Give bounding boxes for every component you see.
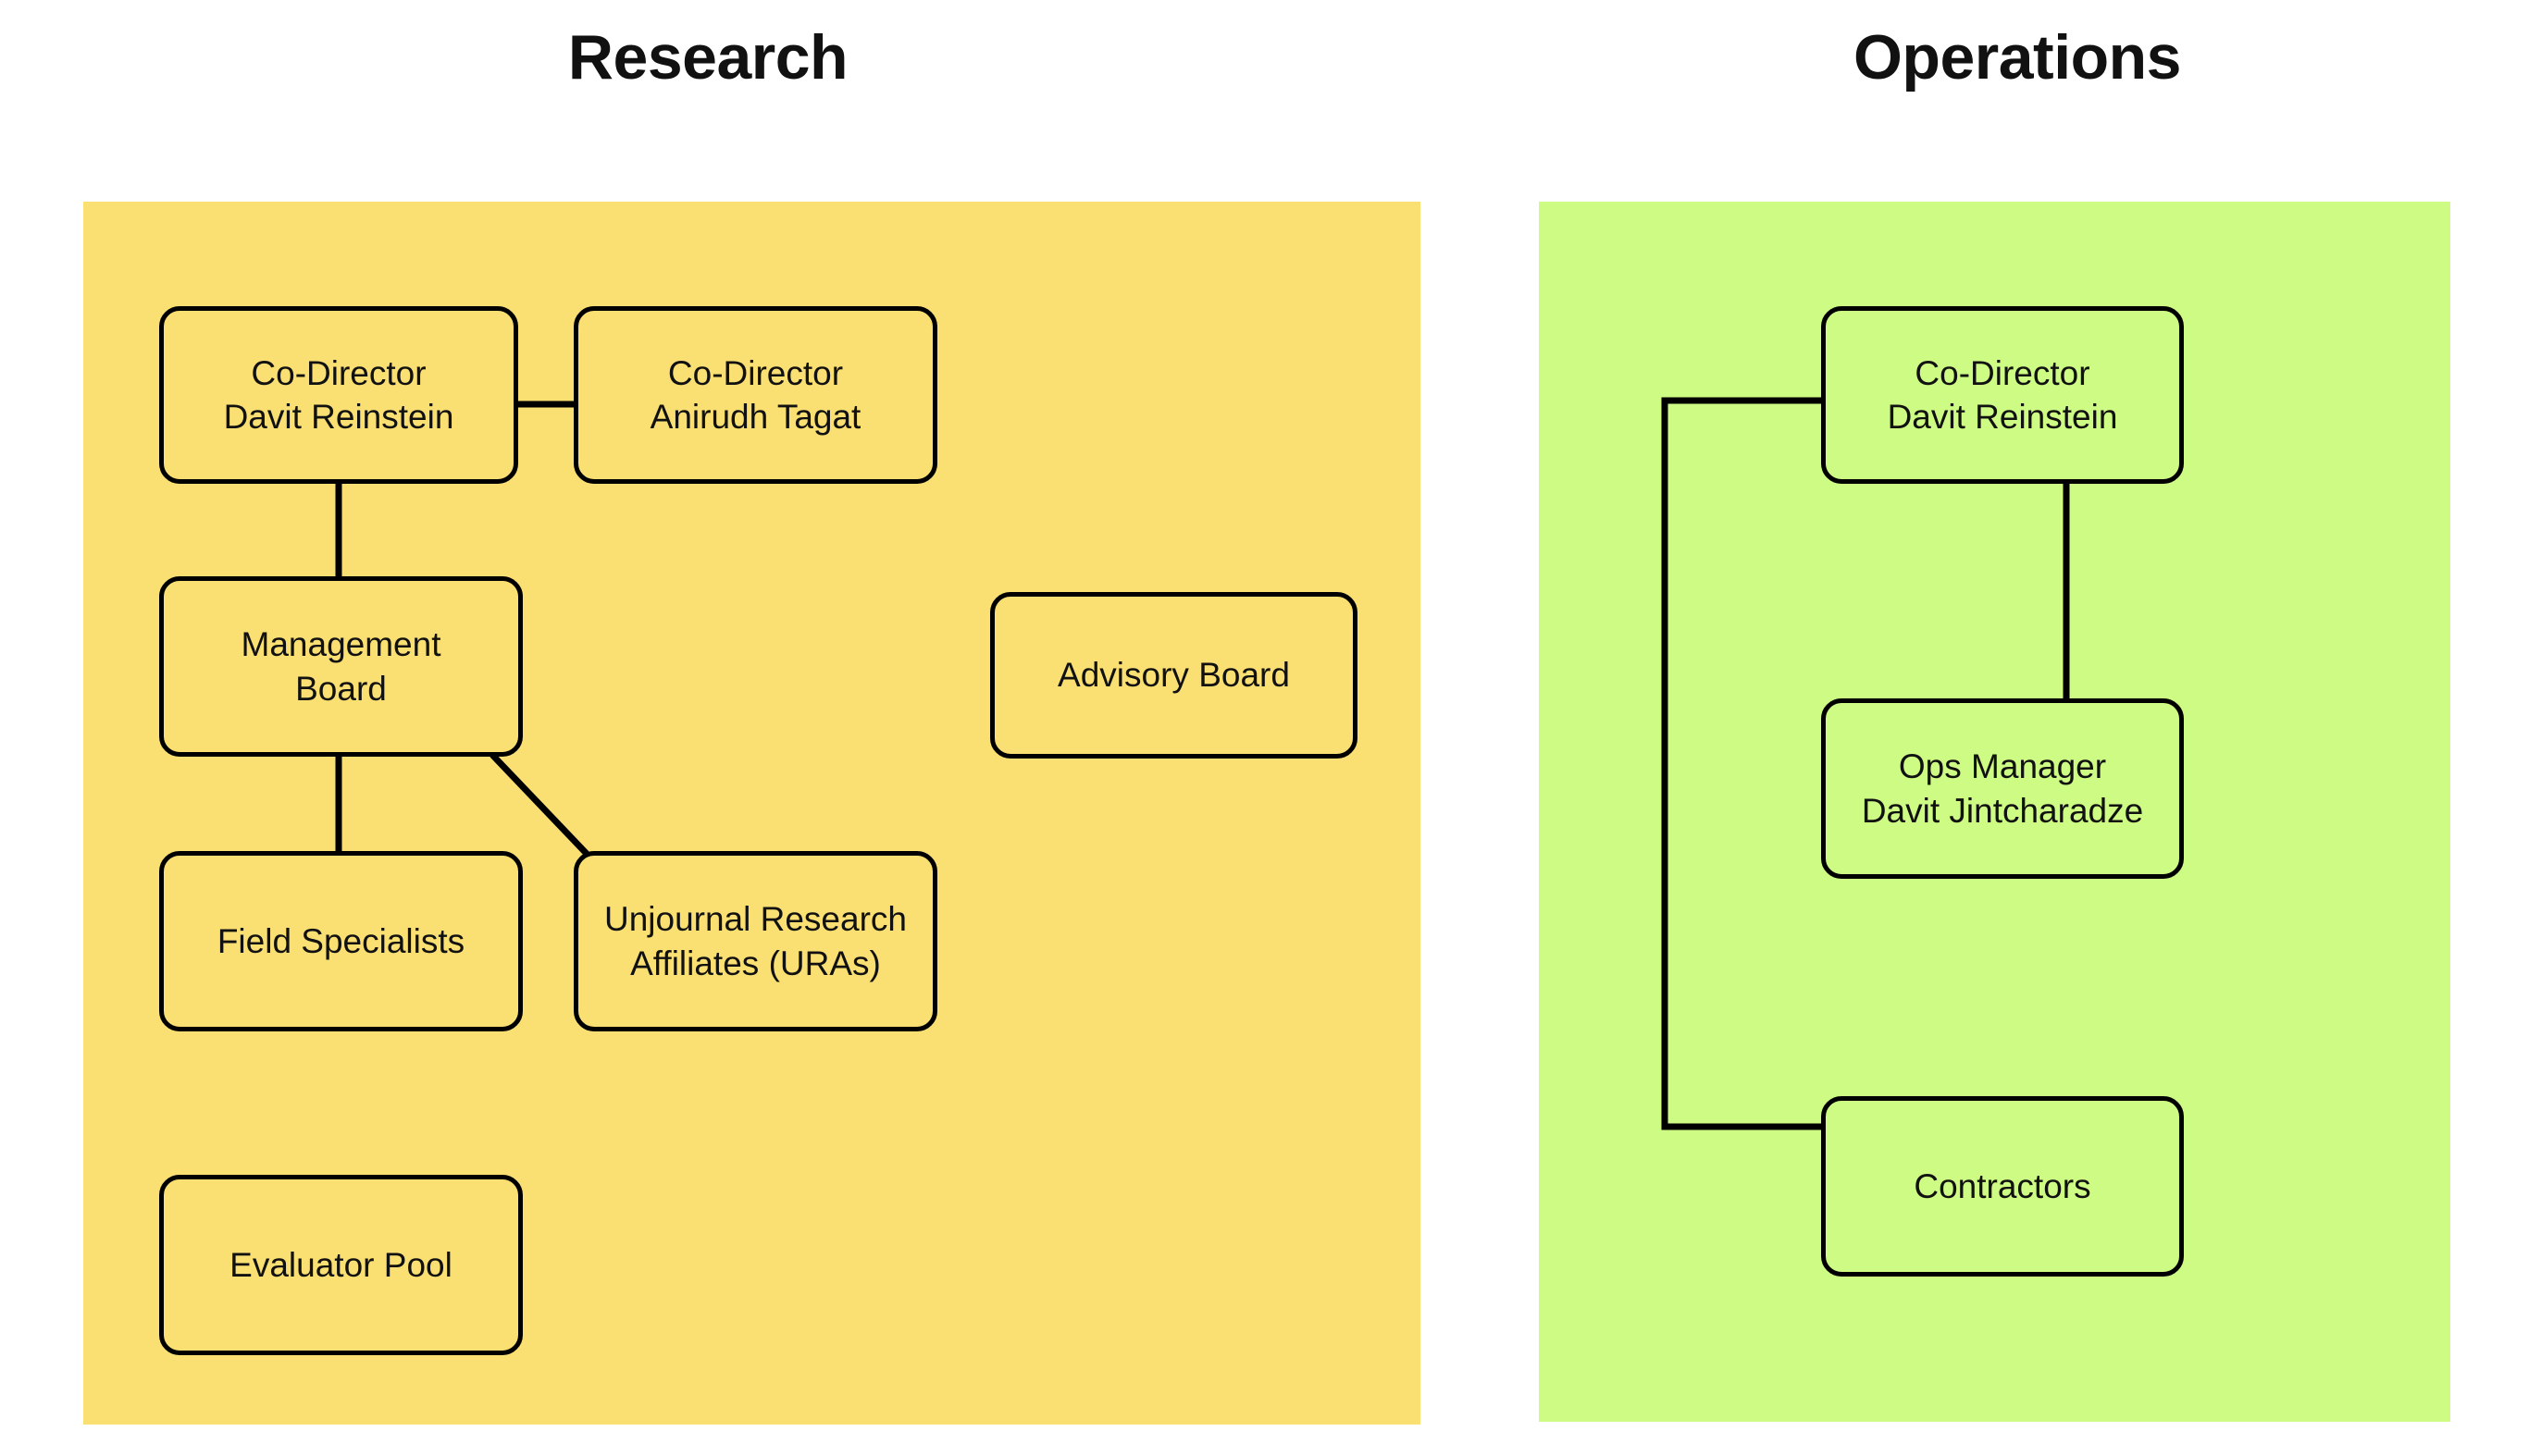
node-management-board[interactable]: Management Board: [159, 576, 523, 757]
edge-management-board-to-uras: [490, 752, 590, 858]
edge-co-director-to-contractors: [1661, 397, 1821, 1130]
node-field-specialists[interactable]: Field Specialists: [159, 851, 523, 1031]
research-panel-title: Research: [567, 22, 849, 93]
node-evaluator-pool[interactable]: Evaluator Pool: [159, 1175, 523, 1355]
operations-panel-title: Operations: [1853, 22, 2181, 93]
node-unjournal-research-affiliates[interactable]: Unjournal Research Affiliates (URAs): [574, 851, 937, 1031]
node-co-director-davit-reinstein[interactable]: Co-Director Davit Reinstein: [159, 306, 518, 484]
research-panel: Co-Director Davit Reinstein Co-Director …: [83, 202, 1420, 1425]
node-co-director-anirudh-tagat[interactable]: Co-Director Anirudh Tagat: [574, 306, 937, 484]
operations-panel: Co-Director Davit Reinstein Ops Manager …: [1539, 202, 2450, 1422]
node-contractors[interactable]: Contractors: [1821, 1096, 2184, 1277]
node-ops-manager-davit-jintcharadze[interactable]: Ops Manager Davit Jintcharadze: [1821, 698, 2184, 879]
node-advisory-board[interactable]: Advisory Board: [990, 592, 1357, 759]
node-ops-co-director-davit-reinstein[interactable]: Co-Director Davit Reinstein: [1821, 306, 2184, 484]
